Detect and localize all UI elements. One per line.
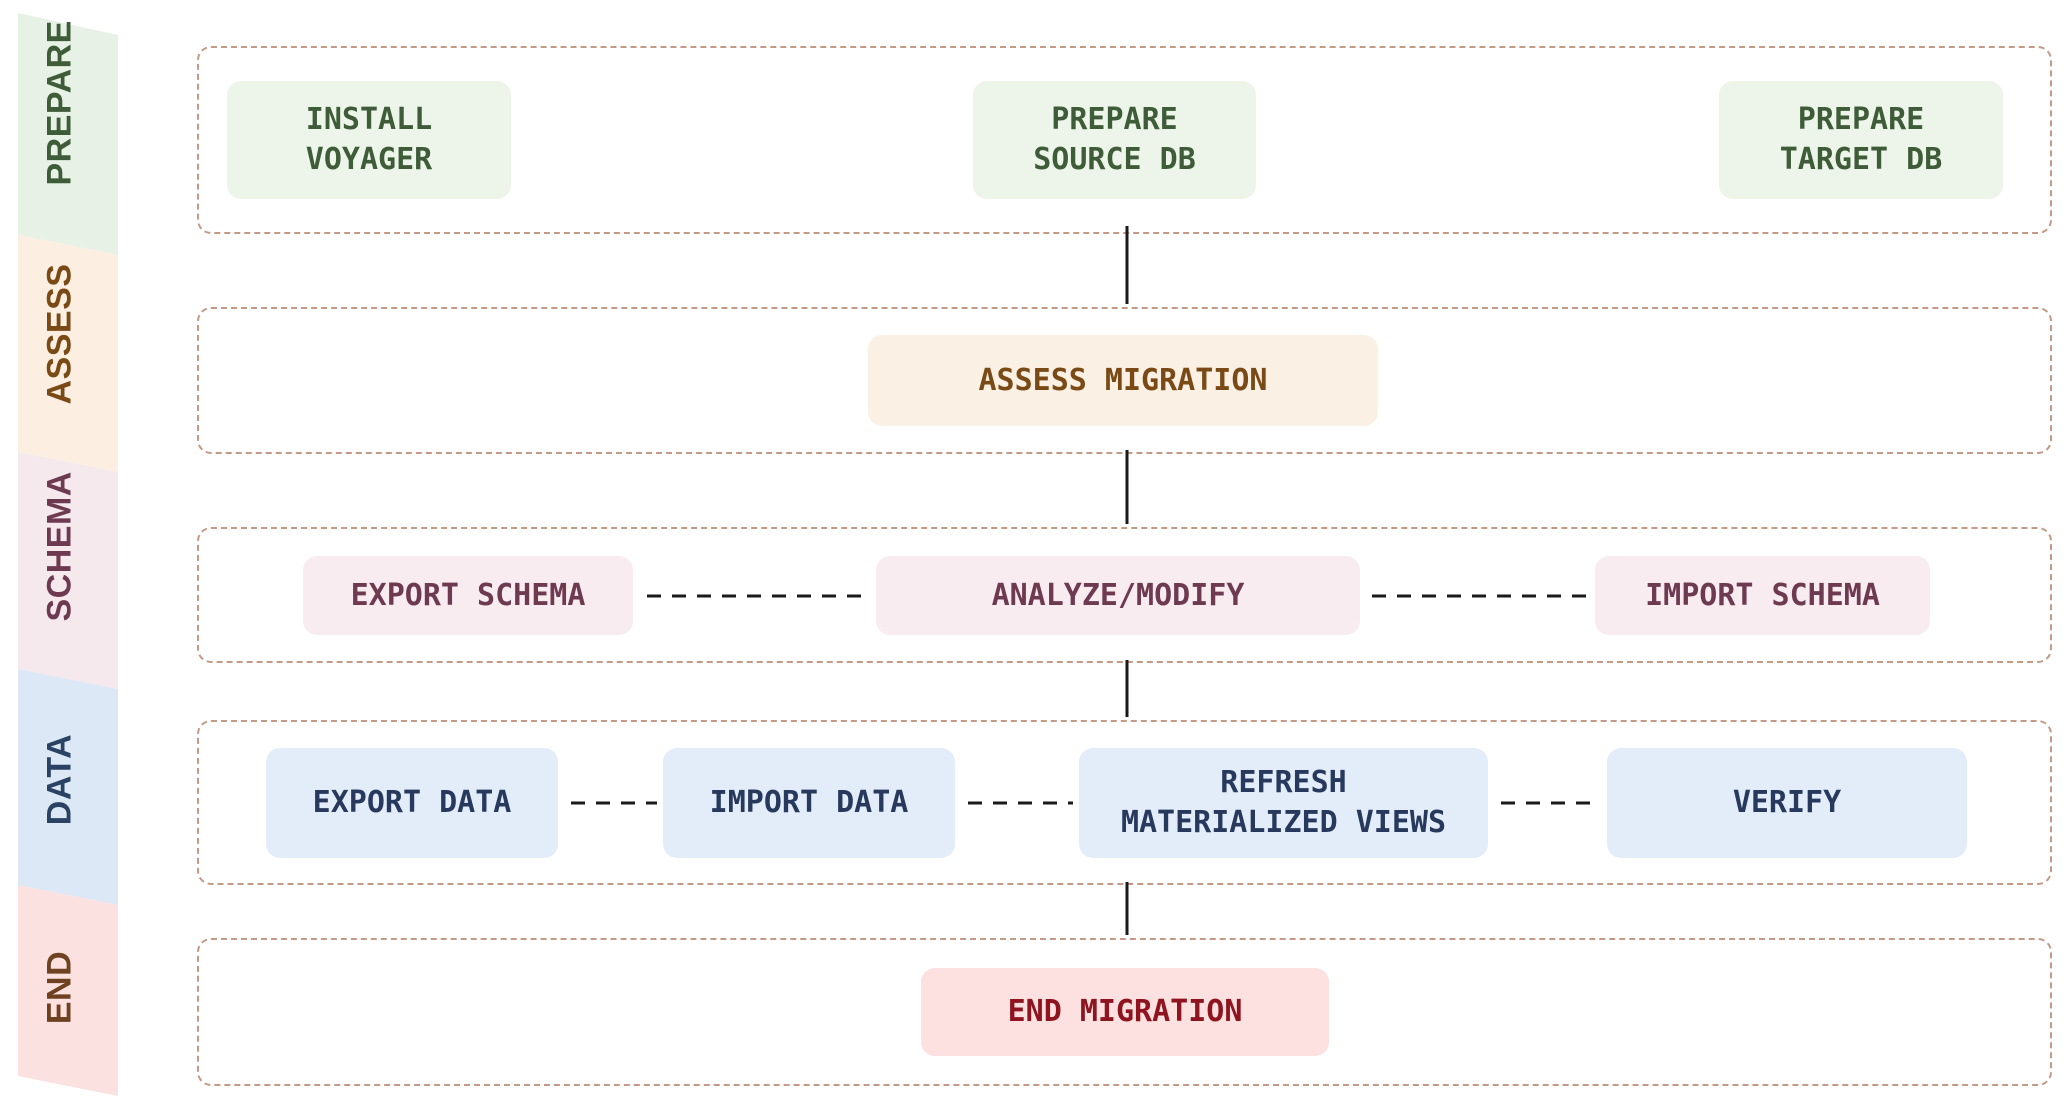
node-end-migration[interactable]: END MIGRATION [921,968,1329,1056]
node-analyze-modify[interactable]: ANALYZE/MODIFY [876,556,1360,635]
node-assess-migration[interactable]: ASSESS MIGRATION [868,335,1378,426]
stage-band-schema [18,452,118,689]
stage-container-end [197,938,2052,1086]
stage-container-assess [197,307,2052,454]
stage-band-assess [18,235,118,472]
stage-rail-shapes [18,13,118,1096]
stage-band-prepare [18,13,118,255]
node-import-schema[interactable]: IMPORT SCHEMA [1595,556,1930,635]
stage-container-data [197,720,2052,885]
node-install-voyager[interactable]: INSTALL VOYAGER [227,81,511,199]
stage-container-prepare [197,46,2052,234]
node-verify[interactable]: VERIFY [1607,748,1967,858]
stage-rail: PREPARE ASSESS SCHEMA DATA END [0,0,130,1105]
stage-container-schema [197,527,2052,663]
stage-band-data [18,669,118,905]
node-prepare-source-db[interactable]: PREPARE SOURCE DB [973,81,1256,199]
node-export-data[interactable]: EXPORT DATA [266,748,558,858]
node-refresh-materialized-views[interactable]: REFRESH MATERIALIZED VIEWS [1079,748,1488,858]
node-import-data[interactable]: IMPORT DATA [663,748,955,858]
node-export-schema[interactable]: EXPORT SCHEMA [303,556,633,635]
node-prepare-target-db[interactable]: PREPARE TARGET DB [1719,81,2003,199]
stage-band-end [18,885,118,1096]
